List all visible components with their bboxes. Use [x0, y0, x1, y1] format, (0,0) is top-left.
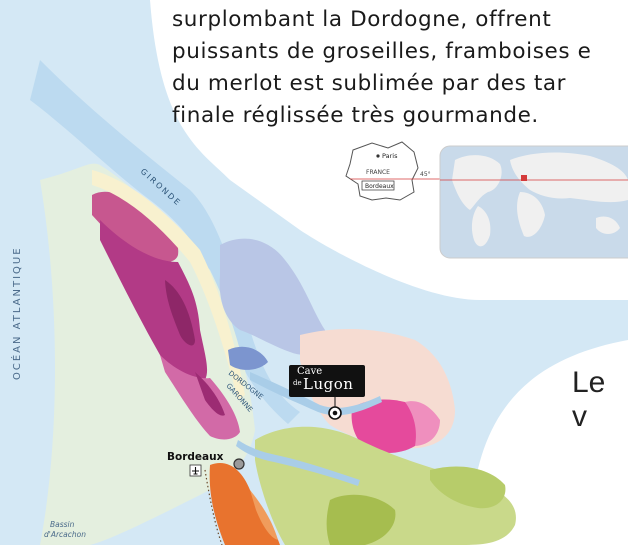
bordeaux-city-marker[interactable] — [233, 458, 245, 470]
svg-text:45°: 45° — [420, 171, 431, 178]
arcachon-label: d'Arcachon — [44, 530, 86, 539]
dordogne-river — [250, 372, 382, 416]
graves-light — [250, 490, 278, 540]
intro-line: finale réglissée très gourmande. — [172, 103, 539, 128]
cave-de-lugon-logo[interactable]: Cave de Lugon — [289, 365, 365, 397]
ocean-label: OCÉAN ATLANTIQUE — [10, 246, 23, 380]
cave-logo-top: Cave — [297, 366, 323, 377]
airport-icon — [189, 464, 202, 477]
cave-logo-name: Lugon — [303, 375, 354, 393]
bergerac-green — [430, 466, 506, 509]
entre-deux-mers-dark — [326, 494, 396, 545]
bassin-label: Bassin — [50, 520, 75, 529]
intro-line: puissants de groseilles, framboises e — [172, 39, 592, 64]
pomerol-area — [405, 401, 440, 446]
graves-area — [209, 462, 280, 545]
side-heading-fragment: Le v — [572, 366, 606, 433]
svg-text:FRANCE: FRANCE — [366, 169, 390, 176]
medoc-central — [100, 220, 208, 382]
world-inset-map — [439, 145, 628, 259]
blaye-dark — [228, 346, 268, 370]
medoc-margaux — [160, 355, 240, 440]
blaye-area — [219, 238, 326, 355]
svg-text:Bordeaux: Bordeaux — [365, 183, 394, 190]
cave-location-dot — [332, 410, 338, 416]
medoc-haut — [92, 191, 179, 263]
svg-text:Paris: Paris — [382, 152, 398, 160]
intro-line: du merlot est sublimée par des tar — [172, 71, 567, 96]
medoc-bottom — [195, 372, 225, 416]
medoc-land — [40, 163, 255, 545]
appellation-boundary — [204, 469, 223, 545]
saint-emilion-area — [351, 399, 419, 454]
entre-deux-mers-area — [255, 426, 516, 545]
cream-band — [92, 170, 245, 400]
paper-area — [160, 0, 628, 545]
intro-line: surplombant la Dordogne, offrent — [172, 7, 552, 32]
medoc-dark-core — [165, 280, 195, 346]
garonne-river — [236, 440, 360, 486]
france-inset-map: Paris FRANCE 45° Bordeaux — [345, 141, 444, 201]
intro-paragraph: surplombant la Dordogne, offrent puissan… — [172, 4, 628, 132]
bordeaux-city-label: Bordeaux — [167, 451, 224, 463]
cave-logo-de: de — [293, 379, 302, 387]
